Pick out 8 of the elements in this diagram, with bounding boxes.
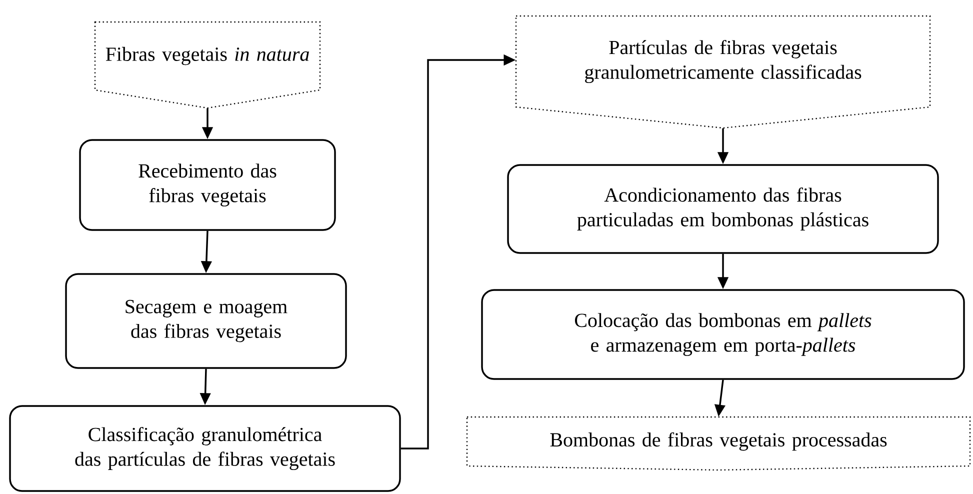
process-box: Recebimento das fibras vegetais bbox=[79, 139, 336, 231]
process-box: Secagem e moagem das fibras vegetais bbox=[65, 273, 347, 369]
process-box: Acondicionamento das fibras particuladas em bombonas plásticas bbox=[507, 164, 939, 254]
offpage-box: Fibras vegetais in natura bbox=[94, 21, 321, 109]
offpage-box: Partículas de fibras vegetais granulometricamente classificadas bbox=[515, 15, 931, 129]
process-box: Colocação das bombonas em pallets e armazenagem em porta-pallets bbox=[481, 289, 965, 380]
process-box: Classificação granulométrica das partículas de fibras vegetais bbox=[9, 405, 401, 492]
offpage-box: Bombonas de fibras vegetais processadas bbox=[466, 416, 971, 471]
